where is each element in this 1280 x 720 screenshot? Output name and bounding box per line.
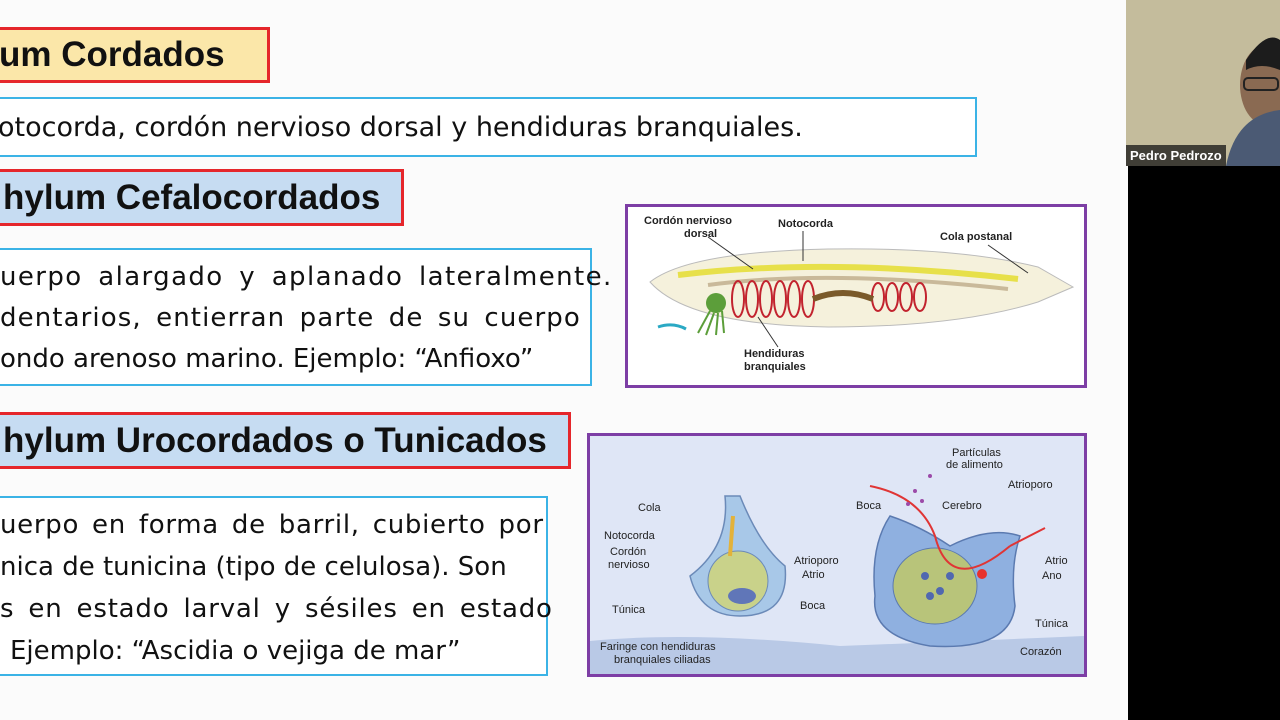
anfioxo-illustration: Cordón nervioso dorsal Notocorda Cola po… — [644, 215, 1075, 373]
label-cordon-l-2: nervioso — [608, 559, 650, 571]
label-tunica-l: Túnica — [612, 604, 646, 616]
tunicado-diagram: Partículas de alimento Cola Notocorda Co… — [587, 433, 1087, 677]
label-cola-l: Cola — [638, 502, 662, 514]
cefalocordados-box: uerpo alargado y aplanado lateralmente. … — [0, 248, 611, 386]
label-atrio-l: Atrio — [802, 569, 825, 581]
uro-line-2: nica de tunicina (tipo de celulosa). Son — [0, 552, 507, 582]
label-faringe: Faringe con hendiduras — [600, 641, 716, 653]
uro-line-3: s en estado larval y sésiles en estado — [0, 594, 553, 624]
label-atrioporo-r: Atrioporo — [1008, 479, 1053, 491]
label-corazon: Corazón — [1020, 646, 1062, 658]
label-hendiduras: Hendiduras — [744, 348, 805, 360]
definition-box: otocorda, cordón nervioso dorsal y hendi… — [0, 97, 977, 157]
label-atrioporo-l: Atrioporo — [794, 555, 839, 567]
participant-video — [1126, 0, 1280, 166]
label-particulas-2: de alimento — [946, 459, 1003, 471]
label-atrio-r: Atrio — [1045, 555, 1068, 567]
label-cordon-l: Cordón — [610, 546, 646, 558]
label-hendiduras-2: branquiales — [744, 361, 806, 373]
title-text: hylum Urocordados o Tunicados — [3, 420, 547, 460]
label-tunica-r: Túnica — [1035, 618, 1069, 630]
cefalo-line-2: dentarios, entierran parte de su cuerpo — [0, 303, 581, 333]
presentation-slide: um Cordados otocorda, cordón nervioso do… — [0, 0, 1128, 720]
label-particulas: Partículas — [952, 447, 1001, 459]
cefalo-line-1: uerpo alargado y aplanado lateralmente. — [0, 262, 613, 292]
participant-name: Pedro Pedrozo — [1126, 145, 1226, 166]
uro-line-1: uerpo en forma de barril, cubierto por — [0, 510, 544, 540]
uro-line-4: Ejemplo: “Ascidia o vejiga de mar” — [10, 636, 461, 666]
definition-text: otocorda, cordón nervioso dorsal y hendi… — [0, 112, 803, 143]
label-notocorda-l: Notocorda — [604, 530, 656, 542]
title-cefalocordados: hylum Cefalocordados — [0, 169, 404, 226]
cefalo-line-3: ondo arenoso marino. Ejemplo: “Anfioxo” — [0, 344, 534, 374]
urocordados-box: uerpo en forma de barril, cubierto por n… — [0, 496, 552, 676]
anfioxo-diagram: Cordón nervioso dorsal Notocorda Cola po… — [625, 204, 1087, 388]
title-text: hylum Cefalocordados — [3, 177, 381, 217]
title-urocordados: hylum Urocordados o Tunicados — [0, 412, 571, 469]
label-ano: Ano — [1042, 570, 1062, 582]
label-cola: Cola postanal — [940, 231, 1012, 243]
label-boca-l: Boca — [800, 600, 826, 612]
label-faringe-2: branquiales ciliadas — [614, 654, 711, 666]
label-boca-r: Boca — [856, 500, 882, 512]
label-cerebro: Cerebro — [942, 500, 982, 512]
label-cordon-2: dorsal — [684, 228, 717, 240]
label-cordon: Cordón nervioso — [644, 215, 732, 227]
title-text: um Cordados — [0, 35, 225, 74]
tunicado-illustration: Partículas de alimento Cola Notocorda Co… — [590, 447, 1084, 674]
label-notocorda: Notocorda — [778, 218, 834, 230]
webcam-tile[interactable]: Pedro Pedrozo — [1126, 0, 1280, 166]
title-phylum-cordados: um Cordados — [0, 27, 270, 83]
